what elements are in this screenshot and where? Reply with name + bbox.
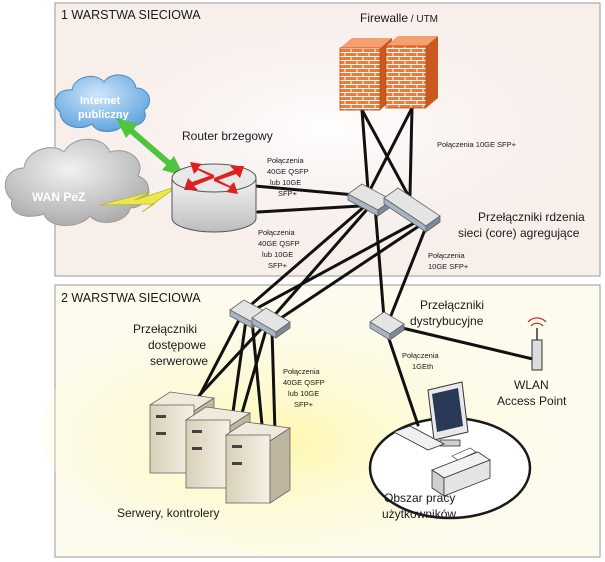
svg-text:SFP+: SFP+	[268, 261, 288, 270]
wan-label: WAN PeZ	[32, 190, 85, 204]
server-connection-label: Połączenia 40GE QSFP lub 10GE SFP+	[283, 367, 325, 409]
layer2-title: 2 WARSTWA SIECIOWA	[61, 291, 201, 305]
svg-text:Połączenia: Połączenia	[258, 228, 296, 237]
svg-text:lub 10GE: lub 10GE	[288, 389, 319, 398]
router-connection-label-bottom: Połączenia 40GE QSFP lub 10GE SFP+	[258, 228, 300, 270]
workspace-label: Obszar pracy użytkowników	[382, 491, 456, 521]
svg-text:Obszar pracy: Obszar pracy	[384, 491, 455, 505]
svg-text:40GE QSFP: 40GE QSFP	[267, 167, 309, 176]
router-arrows-icon	[184, 162, 244, 194]
core-switches	[347, 183, 441, 233]
servers	[148, 391, 292, 504]
router-label: Router brzegowy	[182, 129, 273, 143]
svg-text:Access Point: Access Point	[497, 394, 567, 408]
internet-cloud: Internet publiczny	[54, 74, 151, 132]
servers-label: Serwery, kontrolery	[117, 506, 219, 520]
svg-text:lub 10GE: lub 10GE	[262, 250, 293, 259]
svg-text:Połączenia: Połączenia	[402, 351, 440, 360]
firewall-connection-label: Połączenia 10GE SFP+	[437, 140, 517, 149]
connection-links	[193, 106, 539, 434]
distribution-connection-label: Połączenia 1GEth	[402, 351, 440, 371]
svg-text:Połączenia: Połączenia	[267, 156, 305, 165]
svg-text:SFP+: SFP+	[278, 189, 298, 198]
internet-label-line1: Internet	[80, 95, 121, 107]
layer1-title: 1 WARSTWA SIECIOWA	[61, 8, 201, 22]
svg-text:SFP+: SFP+	[294, 400, 314, 409]
svg-text:1GEth: 1GEth	[412, 362, 433, 371]
core-switches-label: Przełączniki rdzenia sieci (core) agregu…	[458, 210, 585, 240]
firewall-2-icon	[385, 36, 438, 109]
svg-text:dostępowe: dostępowe	[148, 338, 206, 352]
access-switches	[229, 299, 291, 339]
firewall-1-icon	[339, 38, 392, 111]
svg-text:użytkowników: użytkowników	[382, 507, 456, 521]
workstation	[393, 381, 491, 497]
access-switches-label: Przełączniki dostępowe serwerowe	[133, 322, 208, 368]
svg-text:WLAN: WLAN	[514, 378, 549, 392]
edge-router: Router brzegowy	[171, 129, 273, 233]
svg-text:Przełączniki rdzenia: Przełączniki rdzenia	[478, 210, 585, 224]
wan-cloud: WAN PeZ	[4, 138, 150, 226]
svg-text:dystrybucyjne: dystrybucyjne	[410, 314, 484, 328]
firewalls: Firewalle / UTM	[339, 11, 438, 111]
distribution-switch-icon	[369, 311, 405, 341]
access-switch-2-icon	[251, 307, 291, 339]
svg-text:Połączenia: Połączenia	[283, 367, 321, 376]
svg-text:40GE QSFP: 40GE QSFP	[283, 378, 325, 387]
svg-text:lub 10GE: lub 10GE	[270, 178, 301, 187]
core-connection-label: Połączenia 10GE SFP+	[428, 251, 469, 271]
svg-text:serwerowe: serwerowe	[150, 354, 208, 368]
internet-label-line2: publiczny	[78, 109, 130, 121]
monitor-icon	[427, 381, 469, 447]
wlan-access-point-icon	[527, 317, 547, 371]
printer-icon	[431, 447, 491, 497]
core-switch-2-icon	[383, 187, 441, 233]
server-3-icon	[224, 421, 292, 504]
svg-text:Połączenia: Połączenia	[428, 251, 466, 260]
wlan-label: WLAN Access Point	[497, 378, 567, 408]
svg-text:10GE SFP+: 10GE SFP+	[428, 262, 469, 271]
keyboard-icon	[393, 425, 445, 451]
distribution-switches-label: Przełączniki dystrybucyjne	[410, 298, 484, 328]
svg-text:40GE QSFP: 40GE QSFP	[258, 239, 300, 248]
router-connection-label-top: Połączenia 40GE QSFP lub 10GE SFP+	[267, 156, 309, 198]
svg-text:sieci (core) agregujące: sieci (core) agregujące	[458, 226, 580, 240]
svg-text:Przełączniki: Przełączniki	[420, 298, 484, 312]
firewall-label: Firewalle / UTM	[360, 11, 438, 25]
svg-text:Przełączniki: Przełączniki	[133, 322, 197, 336]
